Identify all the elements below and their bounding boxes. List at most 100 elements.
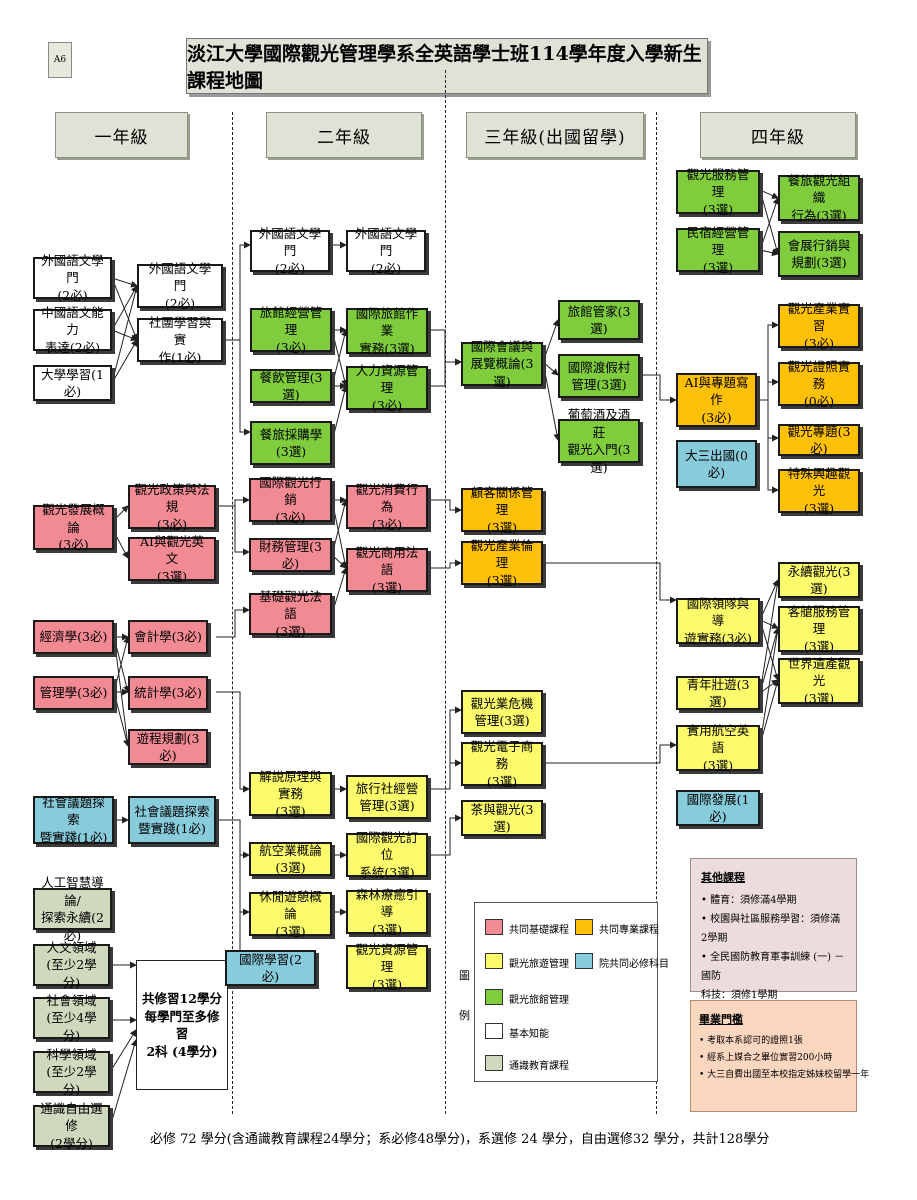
year4-header: 四年級 xyxy=(700,112,856,158)
course-y2-intl-learning[interactable]: 國際學習(2必) xyxy=(225,950,316,986)
course-y4-sustainable[interactable]: 永續觀光(3選) xyxy=(778,562,860,598)
legend-swatch-travel xyxy=(485,953,503,969)
legend-hotel: 觀光旅館管理 xyxy=(509,995,569,1006)
course-y2-interpretation[interactable]: 解說原理與實務 (3選) xyxy=(249,769,332,819)
course-y1-general-free[interactable]: 通識自由選修 (2學分) xyxy=(33,1101,110,1151)
course-y4-customer-service[interactable]: 客艙服務管理 (3選) xyxy=(778,604,860,654)
course-y3-housekeeping[interactable]: 旅館管家(3選) xyxy=(558,300,640,340)
course-y1-social-a[interactable]: 社會議題探索 暨實踐(1必) xyxy=(33,795,114,845)
page-title: 淡江大學國際觀光管理學系全英語學士班114學年度入學新生課程地圖 xyxy=(186,38,708,94)
course-y2-purchasing[interactable]: 餐旅採購學 (3選) xyxy=(250,421,332,465)
course-y4-event[interactable]: 會展行銷與 規劃(3選) xyxy=(778,231,860,277)
course-y1-tourism-dev[interactable]: 觀光發展概論 (3必) xyxy=(33,502,114,552)
course-y4-org-behavior[interactable]: 餐旅觀光組織 行為(3選) xyxy=(778,173,860,223)
legend-foundation: 共同基礎課程 xyxy=(509,925,569,936)
course-y2-intl-marketing[interactable]: 國際觀光行銷 (3必) xyxy=(249,475,332,525)
course-y3-crm[interactable]: 顧客關係管理 (3選) xyxy=(461,485,543,535)
legend-swatch-college xyxy=(575,953,593,969)
legend-swatch-hotel xyxy=(485,989,503,1005)
legend-swatch-general xyxy=(485,1055,503,1071)
legend-professional: 共同專業課程 xyxy=(599,925,659,936)
course-y2-booking[interactable]: 國際觀光訂位 系統(3選) xyxy=(346,830,428,880)
course-y1-social-field[interactable]: 社會領域 (至少4學分) xyxy=(33,993,110,1043)
course-y1-tour-planning[interactable]: 遊程規劃(3必) xyxy=(128,729,208,765)
course-y4-tour-leader[interactable]: 國際領隊與導 遊實務(3必) xyxy=(676,596,760,646)
graduation-requirements-panel: 畢業門檻 • 考取本系認可的證照1張 • 經系上媒合之畢位實習200小時 • 大… xyxy=(690,1000,870,1112)
course-y1-accounting[interactable]: 會計學(3必) xyxy=(128,620,208,654)
course-y1-science[interactable]: 科學領域 (至少2學分) xyxy=(33,1047,110,1097)
credit-summary: 必修 72 學分(含通識教育課程24學分；系必修48學分)，系選修 24 學分，… xyxy=(150,1132,770,1147)
course-y2-commercial-law[interactable]: 觀光商用法語 (3選) xyxy=(346,545,428,595)
course-y4-aviation-english[interactable]: 實用航空英語 (3選) xyxy=(676,723,760,773)
course-y2-foreign-a[interactable]: 外國語文學門 (2必) xyxy=(250,226,330,276)
course-y4-bnb[interactable]: 民宿經營管理 (3選) xyxy=(676,225,760,275)
course-y2-forest[interactable]: 森林療癒引導 (3選) xyxy=(346,887,428,937)
course-y1-univ-learning[interactable]: 大學學習(1必) xyxy=(33,365,112,401)
course-y1-club[interactable]: 社團學習與實 作(1必) xyxy=(137,315,223,365)
course-y2-resource-mgmt[interactable]: 觀光資源管理 (3選) xyxy=(346,942,428,992)
other-course-item: 科技：須修1學期 xyxy=(701,990,778,1001)
legend-general: 通識教育課程 xyxy=(509,1061,569,1072)
course-y1-foreign-lit[interactable]: 外國語文學門 (2必) xyxy=(33,253,112,303)
graduation-title: 畢業門檻 xyxy=(699,1013,743,1026)
legend-panel: 圖 例 共同基礎課程 共同專業課程 觀光旅遊管理 院共同必修科目 觀光旅館管理 … xyxy=(459,902,669,1082)
course-y2-hr[interactable]: 人力資源管理 (3必) xyxy=(346,363,428,413)
course-y1-chinese[interactable]: 中國語文能力 表達(2必) xyxy=(33,305,112,355)
course-y2-food-mgmt[interactable]: 餐飲管理(3選) xyxy=(250,369,332,403)
course-y4-special-interest[interactable]: 特殊興趣觀光 (3選) xyxy=(778,466,860,516)
year2-header: 二年級 xyxy=(266,112,422,158)
legend-swatch-foundation xyxy=(485,919,503,935)
course-y4-heritage[interactable]: 世界遺產觀光 (3選) xyxy=(778,656,860,706)
separator-3 xyxy=(656,112,657,1114)
other-courses-title: 其他課程 xyxy=(701,871,745,884)
course-y1-economics[interactable]: 經濟學(3必) xyxy=(33,620,114,654)
course-y1-humanities[interactable]: 人文領域 (至少2學分) xyxy=(33,940,110,990)
legend-swatch-basic xyxy=(485,1023,503,1039)
other-courses-panel: 其他課程 • 體育：須修滿4學期 • 校園與社區服務學習：須修滿2學期 • 全民… xyxy=(690,858,857,1001)
course-y3-ethics[interactable]: 觀光產業倫理 (3選) xyxy=(461,538,543,588)
course-y1-management[interactable]: 管理學(3必) xyxy=(33,676,114,710)
course-y2-travel-agency[interactable]: 旅行社經營 管理(3選) xyxy=(346,775,428,819)
course-y1-social-b[interactable]: 社會議題探索 暨實踐(1必) xyxy=(128,796,216,844)
course-y1-ai-english[interactable]: AI與觀光英文 (3選) xyxy=(128,534,216,584)
course-y2-aviation[interactable]: 航空業概論(3選) xyxy=(249,842,332,876)
course-y1-ai-sustain[interactable]: 人工智慧導論/ 探索永續(2必) xyxy=(33,875,112,943)
legend-college: 院共同必修科目 xyxy=(599,959,669,970)
course-y3-crisis[interactable]: 觀光業危機 管理(3選) xyxy=(461,690,543,734)
course-y4-service-mgmt[interactable]: 觀光服務管理 (3選) xyxy=(676,167,760,217)
graduation-item: • 考取本系認可的證照1張 xyxy=(699,1036,803,1046)
course-y2-leisure[interactable]: 休閒遊憩概論 (3選) xyxy=(249,889,332,939)
course-y2-consumer[interactable]: 觀光消費行為 (3必) xyxy=(346,482,428,532)
course-y4-license[interactable]: 觀光證照實務 (0必) xyxy=(778,359,860,409)
course-y4-abroad[interactable]: 大三出國(0必) xyxy=(676,440,757,488)
graduation-item: • 大三自費出國至本校指定姊妹校留學一年 xyxy=(699,1070,870,1081)
course-y3-mice[interactable]: 國際會議與 展覽概論(3選) xyxy=(461,339,543,389)
course-y2-foreign-b[interactable]: 外國語文學門 (2必) xyxy=(346,226,426,276)
separator-2 xyxy=(445,70,446,1114)
course-y4-youth-hostel[interactable]: 青年壯遊(3選) xyxy=(676,676,760,710)
course-y4-ai-thesis[interactable]: AI與專題寫作 (3必) xyxy=(676,373,757,427)
year3-header: 三年級(出國留學) xyxy=(466,112,644,158)
course-y3-resort[interactable]: 國際渡假村 管理(3選) xyxy=(558,354,640,398)
course-y4-special[interactable]: 觀光專題(3必) xyxy=(778,424,860,456)
year1-header: 一年級 xyxy=(55,112,188,158)
course-y2-hotel-practice[interactable]: 國際旅館作業 實務(3選) xyxy=(346,306,428,356)
legend-side-label-2: 例 xyxy=(459,1009,470,1022)
course-y1-foreign-lit2[interactable]: 外國語文學門 (2必) xyxy=(137,261,223,311)
course-y4-internship[interactable]: 觀光產業實習 (3必) xyxy=(778,301,860,351)
course-y3-winery[interactable]: 葡萄酒及酒莊 觀光入門(3選) xyxy=(558,407,640,475)
legend-travel: 觀光旅遊管理 xyxy=(509,959,569,970)
separator-1 xyxy=(232,112,233,1114)
graduation-item: • 經系上媒合之畢位實習200小時 xyxy=(699,1053,833,1064)
course-y3-ecommerce[interactable]: 觀光電子商務 (3選) xyxy=(461,739,543,789)
course-y3-tea[interactable]: 茶與觀光(3選) xyxy=(461,800,543,836)
course-y1-policy-law[interactable]: 觀光政策與法規 (3必) xyxy=(128,482,216,532)
course-y2-basic-law[interactable]: 基礎觀光法語 (3選) xyxy=(249,589,332,639)
course-y2-hotel-mgmt[interactable]: 旅館經營管理 (3必) xyxy=(250,305,332,355)
other-course-item: • 校園與社區服務學習：須修滿2學期 xyxy=(701,914,841,944)
general-education-note: 共修習12學分 每學門至多修習 2科 (4學分) xyxy=(136,960,228,1090)
course-y2-finance[interactable]: 財務管理(3必) xyxy=(249,538,332,572)
course-y1-statistics[interactable]: 統計學(3必) xyxy=(128,676,208,710)
course-y4-intl-dev[interactable]: 國際發展(1必) xyxy=(676,790,760,826)
